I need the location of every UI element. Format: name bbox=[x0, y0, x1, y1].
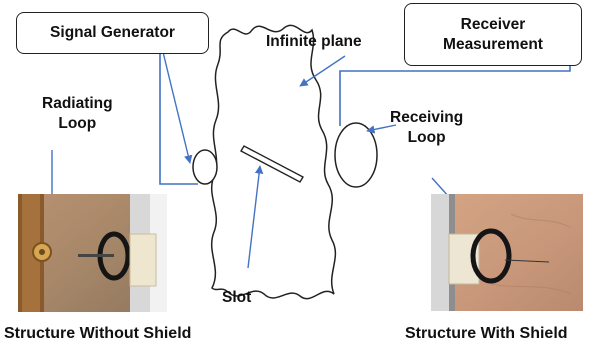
caption-with-shield: Structure With Shield bbox=[405, 325, 568, 342]
radiating-loop-line2: Loop bbox=[58, 115, 97, 133]
caption-without-shield: Structure Without Shield bbox=[4, 325, 192, 342]
receiver-label-line1: Receiver bbox=[460, 16, 526, 34]
signal-cable bbox=[159, 44, 198, 185]
radiating-loop-label: Radiating Loop bbox=[42, 94, 113, 134]
radiating-loop-shape bbox=[192, 149, 218, 185]
infinite-plane-arrow bbox=[299, 55, 346, 87]
receiving-loop-shape bbox=[334, 122, 378, 188]
receiver-measurement-box: Receiver Measurement bbox=[404, 3, 582, 66]
photo-without-shield-image bbox=[18, 194, 167, 312]
receiving-loop-label: Receiving Loop bbox=[390, 108, 463, 148]
receiving-loop-line2: Loop bbox=[407, 129, 446, 147]
slot-arrow bbox=[247, 165, 264, 269]
slot-shape bbox=[240, 145, 304, 183]
receiving-loop-line1: Receiving bbox=[390, 109, 464, 126]
signal-generator-label: Signal Generator bbox=[50, 24, 175, 42]
receiving-loop-arrow bbox=[366, 124, 397, 134]
infinite-plane-label: Infinite plane bbox=[266, 33, 362, 50]
radiating-loop-line1: Radiating bbox=[42, 95, 113, 112]
receiver-label-line2: Measurement bbox=[443, 35, 543, 53]
photo-without-shield bbox=[18, 194, 167, 312]
signal-generator-box: Signal Generator bbox=[16, 12, 209, 54]
slot-label: Slot bbox=[222, 289, 252, 306]
photo-with-shield-image bbox=[431, 194, 583, 311]
photo-with-shield bbox=[431, 194, 583, 311]
